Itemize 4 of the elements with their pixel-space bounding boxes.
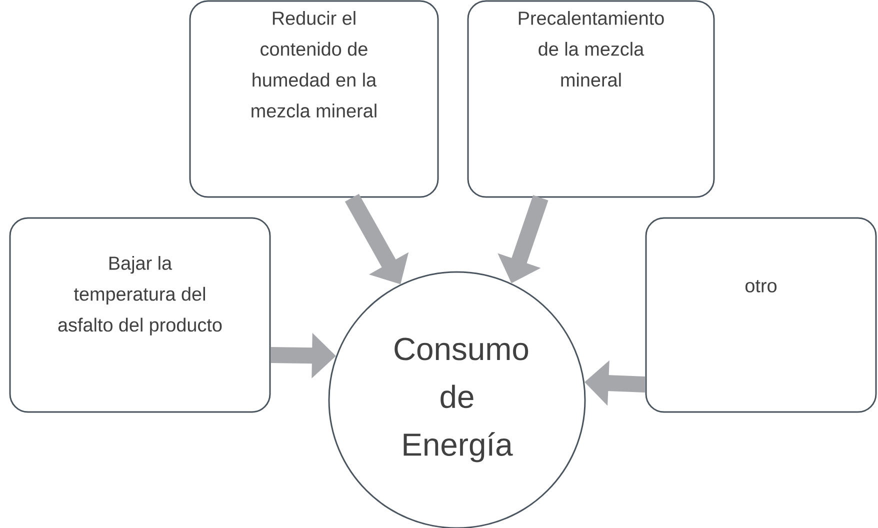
rounded-box: Precalentamiento de la mezcla mineral: [467, 0, 715, 198]
rounded-box: otro: [645, 217, 877, 413]
rounded-box: Reducir el contenido de humedad en la mezcla mineral: [189, 0, 439, 198]
rounded-box: Bajar la temperatura del asfalto del producto: [9, 217, 271, 413]
